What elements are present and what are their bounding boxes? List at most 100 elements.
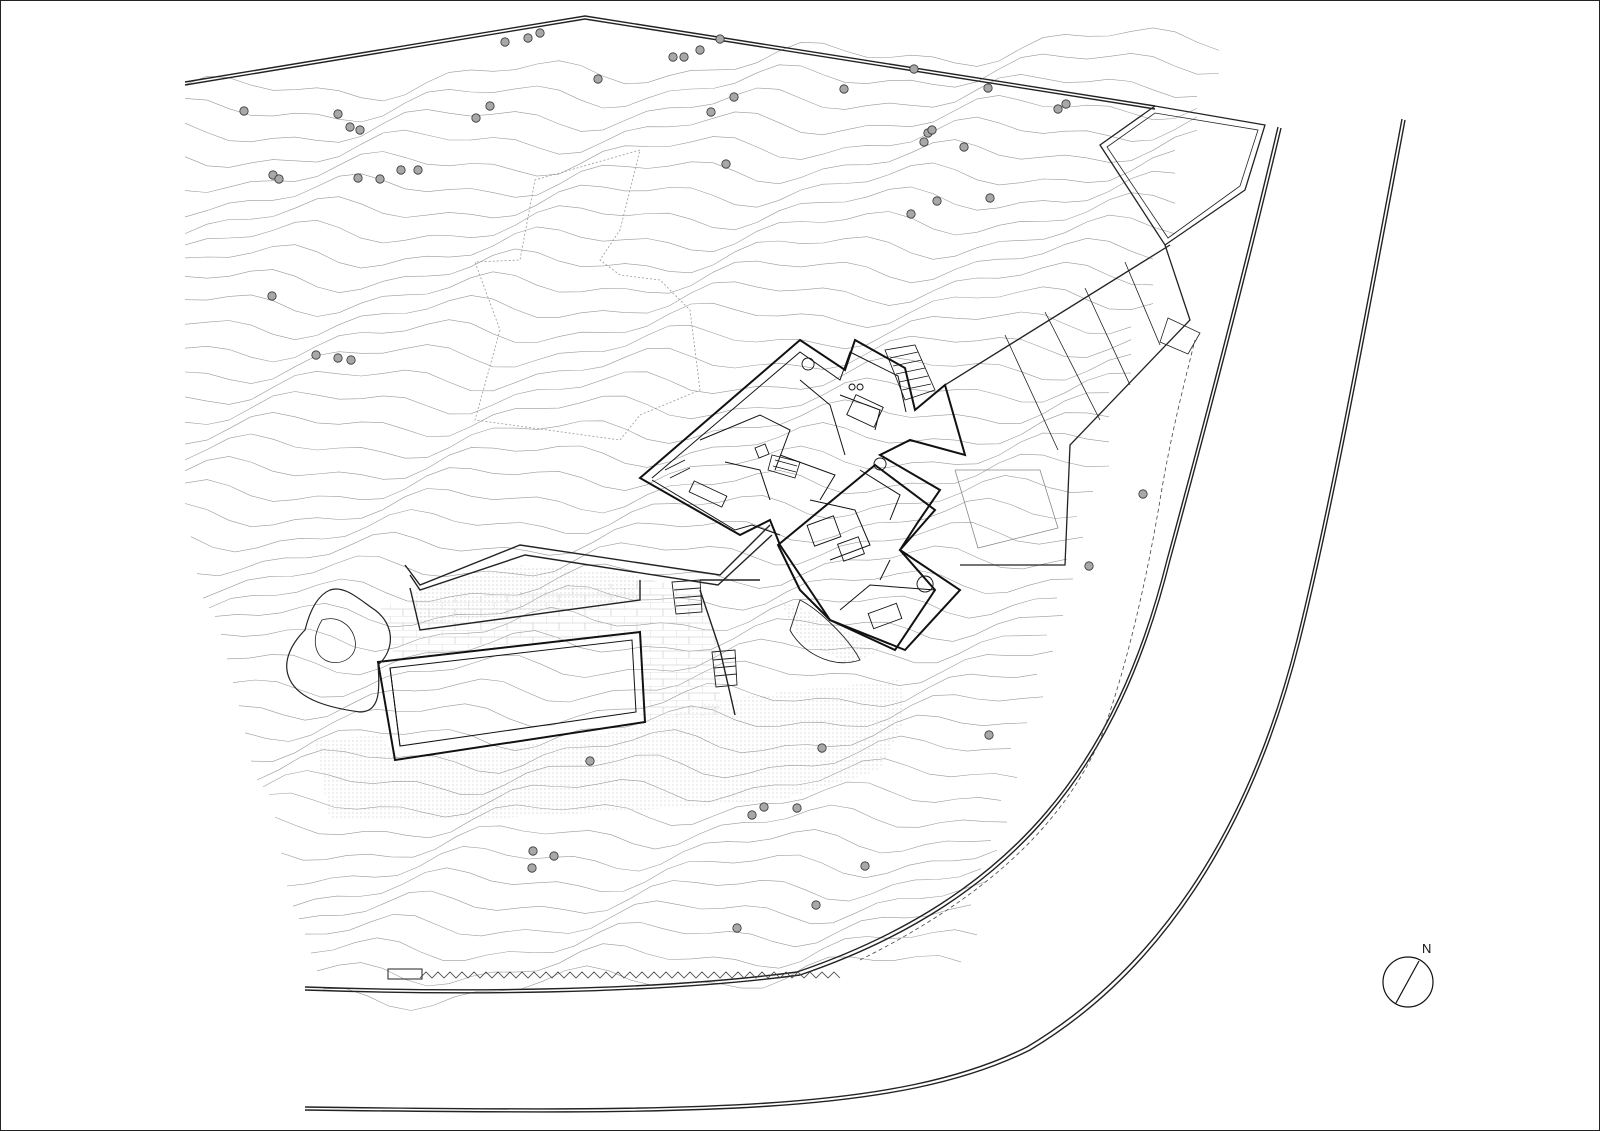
north-label: N bbox=[1422, 941, 1431, 956]
tree-icon bbox=[983, 83, 993, 93]
swimming-pool bbox=[376, 630, 647, 762]
tree-icon bbox=[1061, 99, 1071, 109]
north-wing-walls bbox=[638, 338, 967, 652]
contour-line bbox=[184, 150, 1176, 234]
tree-icon bbox=[932, 196, 942, 206]
tree-icon bbox=[355, 125, 365, 135]
tree-icon bbox=[471, 113, 481, 123]
contour-lines bbox=[184, 27, 1220, 1011]
tree-icon bbox=[729, 92, 739, 102]
tree-icon bbox=[485, 101, 495, 111]
tree-icon bbox=[1084, 561, 1094, 571]
tree-icon bbox=[413, 165, 423, 175]
contour-line bbox=[322, 955, 962, 1011]
contour-line bbox=[316, 929, 978, 987]
retaining-wall bbox=[419, 971, 841, 979]
contour-line bbox=[184, 74, 1198, 143]
contour-line bbox=[184, 129, 1198, 218]
tree-icon bbox=[585, 756, 595, 766]
contour-line bbox=[184, 335, 1132, 405]
tree-icon bbox=[817, 743, 827, 753]
tree-icon bbox=[375, 174, 385, 184]
upper-level-dotted-outline bbox=[474, 149, 701, 441]
tree-icon bbox=[1053, 104, 1063, 114]
tree-icon bbox=[679, 52, 689, 62]
tree-icon bbox=[523, 33, 533, 43]
tree-icon bbox=[811, 900, 821, 910]
tree-icon bbox=[732, 923, 742, 933]
terrace-walls bbox=[404, 524, 773, 716]
contour-line bbox=[184, 453, 1110, 528]
tree-icon bbox=[346, 355, 356, 365]
tree-icon bbox=[747, 810, 757, 820]
contour-line bbox=[184, 214, 1176, 294]
tree-icon bbox=[860, 861, 870, 871]
tree-icon bbox=[593, 74, 603, 84]
fixtures bbox=[664, 357, 934, 630]
road bbox=[304, 118, 1406, 1113]
tree-icon bbox=[759, 802, 769, 812]
pool-steps bbox=[671, 579, 738, 688]
tree-icon bbox=[527, 863, 537, 873]
tree-icon bbox=[706, 107, 716, 117]
tree-icon bbox=[239, 106, 249, 116]
rock-outcrop bbox=[286, 588, 861, 713]
tree-icon bbox=[792, 803, 802, 813]
tree-icon bbox=[839, 84, 849, 94]
tree-icon bbox=[274, 174, 284, 184]
tree-icon bbox=[919, 137, 929, 147]
interior-partitions bbox=[699, 379, 936, 611]
trees bbox=[239, 28, 1148, 933]
contour-line bbox=[274, 781, 1002, 839]
contour-line bbox=[184, 53, 1220, 123]
contour-line bbox=[184, 116, 1198, 193]
tree-icon bbox=[1138, 489, 1148, 499]
contour-line bbox=[184, 261, 1154, 341]
contour-line bbox=[250, 694, 1044, 762]
contour-line bbox=[184, 412, 1110, 480]
contour-line bbox=[280, 804, 1008, 861]
tree-icon bbox=[668, 52, 678, 62]
contour-line bbox=[184, 286, 1154, 363]
lawn-dotted-area bbox=[315, 680, 905, 820]
contour-line bbox=[184, 192, 1176, 269]
tree-icon bbox=[333, 109, 343, 119]
driveway bbox=[944, 105, 1266, 566]
contour-line bbox=[184, 170, 1176, 246]
tree-icon bbox=[695, 45, 705, 55]
terrace-hatch bbox=[315, 565, 905, 820]
tree-icon bbox=[353, 173, 363, 183]
contour-line bbox=[202, 522, 1084, 599]
contour-line bbox=[184, 237, 1154, 317]
retaining-wall-curve bbox=[859, 339, 1196, 961]
contour-line bbox=[184, 392, 1110, 461]
contour-line bbox=[286, 829, 992, 887]
living-wing-walls bbox=[776, 463, 962, 652]
contour-line bbox=[298, 868, 982, 920]
house-building bbox=[638, 338, 967, 652]
tree-icon bbox=[959, 142, 969, 152]
tree-icon bbox=[333, 353, 343, 363]
contour-line bbox=[184, 372, 1132, 445]
tree-icon bbox=[715, 34, 725, 44]
contour-line bbox=[184, 95, 1198, 168]
contour-line bbox=[184, 311, 1132, 384]
stair bbox=[767, 344, 936, 479]
tree-icon bbox=[267, 291, 277, 301]
contour-line bbox=[184, 432, 1110, 502]
tree-icon bbox=[909, 64, 919, 74]
contour-line bbox=[292, 849, 998, 907]
tree-icon bbox=[927, 125, 937, 135]
tree-icon bbox=[500, 37, 510, 47]
site-boundary bbox=[184, 15, 1156, 110]
contour-line bbox=[184, 354, 1132, 425]
entry-structure bbox=[387, 968, 423, 980]
tree-icon bbox=[528, 846, 538, 856]
contour-line bbox=[184, 27, 1220, 102]
boulder-dotted bbox=[780, 600, 880, 665]
contour-line bbox=[310, 904, 972, 961]
tree-icon bbox=[721, 159, 731, 169]
tree-icon bbox=[311, 350, 321, 360]
